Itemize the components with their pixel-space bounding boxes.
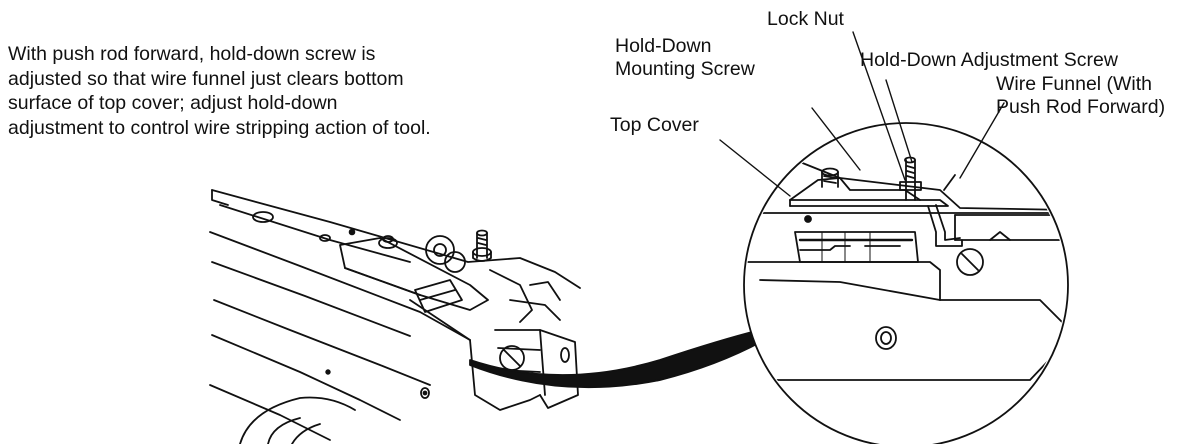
detail-circle	[744, 123, 1070, 444]
label-wire-funnel: Wire Funnel (With Push Rod Forward)	[996, 73, 1166, 118]
label-top-cover: Top Cover	[610, 114, 699, 136]
instruction-caption: With push rod forward, hold-down screw i…	[8, 43, 431, 139]
label-hold-down-adjustment-screw: Hold-Down Adjustment Screw	[860, 49, 1118, 71]
label-hold-down-mounting-screw: Hold-Down Mounting Screw	[615, 35, 755, 80]
leader-lines	[720, 32, 1004, 196]
tool-body	[210, 190, 580, 444]
label-lock-nut: Lock Nut	[767, 8, 844, 30]
